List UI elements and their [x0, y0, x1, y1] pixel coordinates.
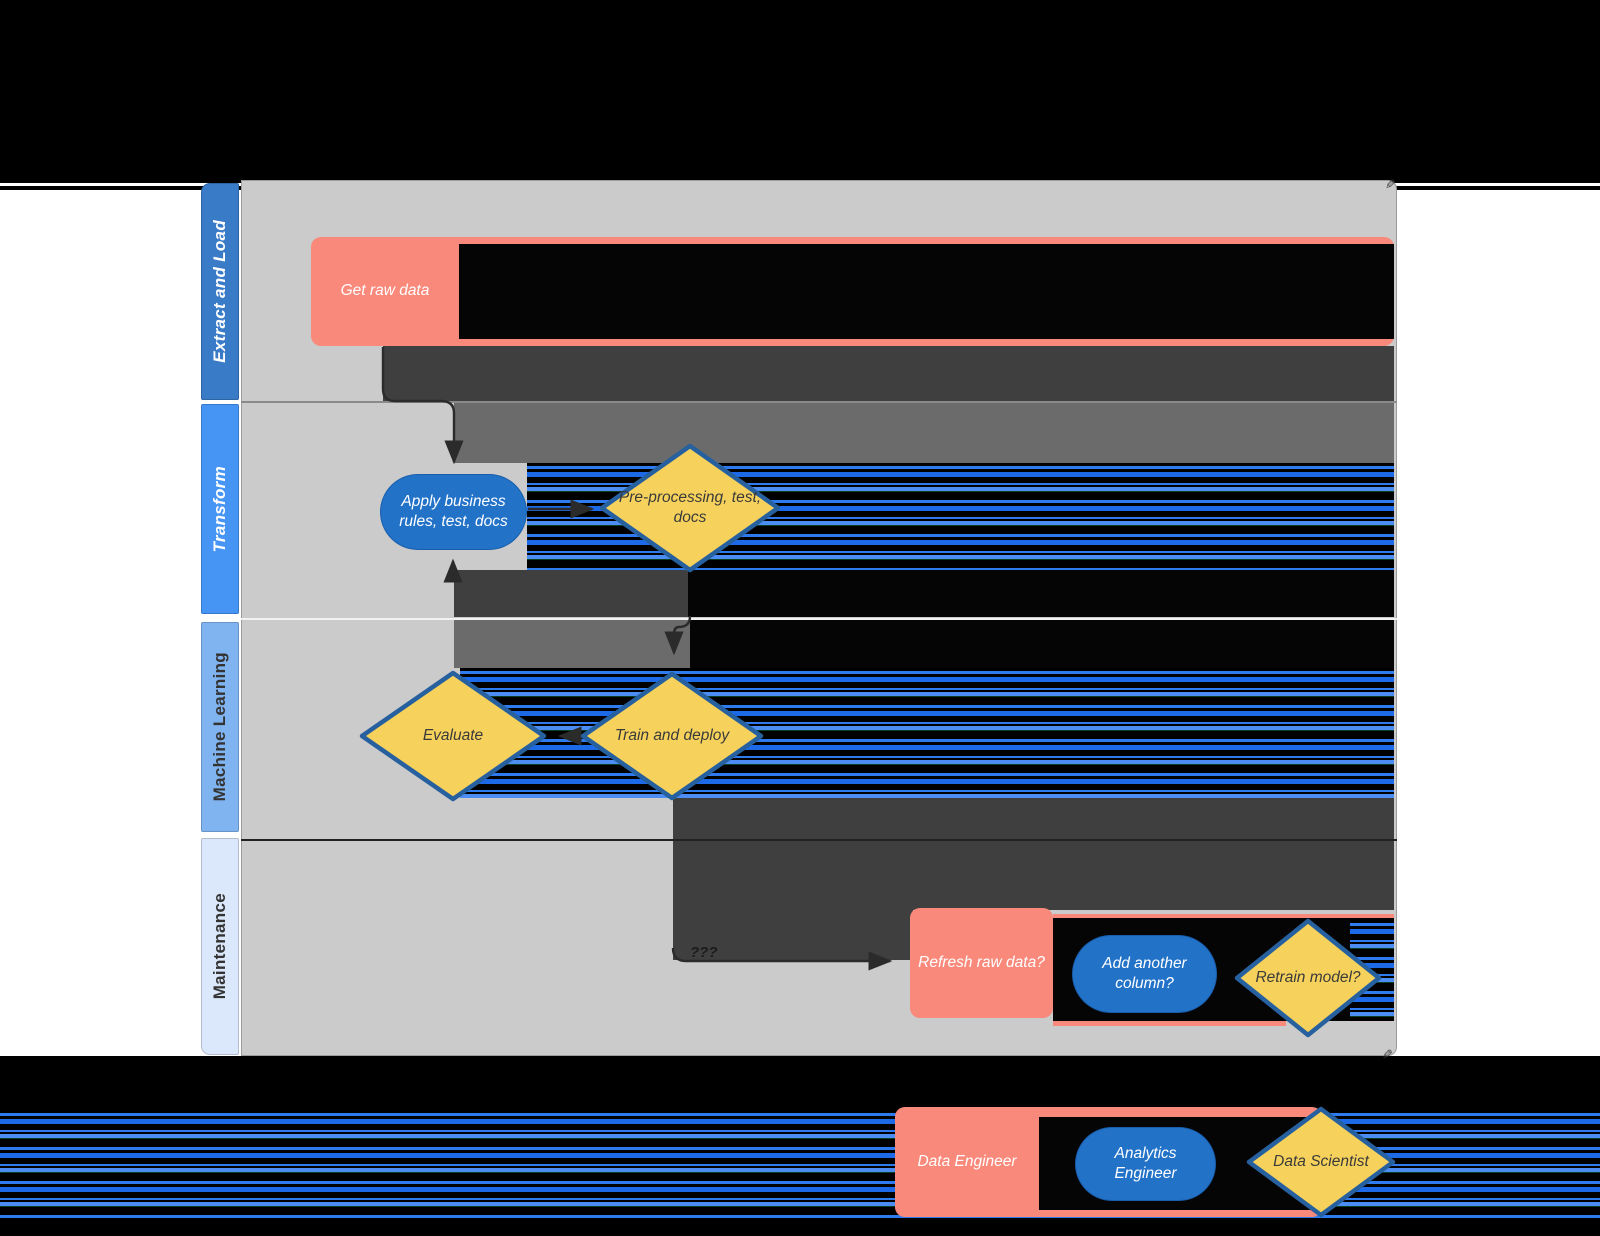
node-get-raw-data-label: Get raw data: [340, 282, 430, 300]
node-pre-processing-diamond[interactable]: [599, 443, 781, 573]
node-evaluate-diamond[interactable]: [359, 670, 547, 802]
node-train-and-deploy-diamond[interactable]: [580, 671, 764, 801]
node-evaluate-text: Evaluate: [393, 723, 513, 749]
legend-analytics-engineer-text: Analytics Engineer: [1093, 1127, 1198, 1201]
node-refresh-raw-data-label: Refresh raw data?: [918, 953, 1045, 971]
node-train-and-deploy-label: Train and deploy: [614, 726, 730, 744]
node-refresh-raw-data-text: Refresh raw data?: [915, 908, 1048, 1018]
node-add-another-column-label: Add another column?: [1102, 954, 1187, 992]
node-pre-processing-label: Pre-processing, test, docs: [618, 488, 762, 526]
node-apply-business-rules[interactable]: [380, 474, 527, 550]
legend-data-scientist-label: Data Scientist: [1273, 1152, 1369, 1170]
lane-separator-1: [241, 401, 1397, 403]
redaction-medium-lane2: [454, 403, 1394, 463]
salmon-sliver-top: [1053, 914, 1394, 918]
node-pre-processing-text: Pre-processing, test, docs: [610, 480, 770, 536]
redaction-dark-lane2-left: [454, 570, 688, 617]
lane-transform[interactable]: Transform: [201, 404, 239, 614]
node-train-and-deploy-text: Train and deploy: [592, 723, 752, 749]
arrow-get-raw-data-to-apply-rules: [381, 347, 464, 465]
pen-cursor-icon: ✎: [1379, 1048, 1395, 1060]
connector-question-marks-label: ???: [690, 944, 718, 961]
lane-extract-and-load[interactable]: Extract and Load: [201, 183, 239, 400]
legend-analytics-engineer[interactable]: [1075, 1127, 1216, 1201]
node-retrain-model-text: Retrain model?: [1248, 965, 1368, 991]
redaction-black-lane3: [690, 620, 1394, 668]
legend-analytics-engineer-label: Analytics Engineer: [1114, 1144, 1177, 1182]
lane-maintenance[interactable]: Maintenance: [201, 838, 239, 1055]
pen-cursor-icon: ✎: [1382, 178, 1398, 190]
arrow-pre-processing-to-train: [664, 615, 692, 656]
redaction-dark-lane4-right: [913, 840, 1394, 910]
connector-question-marks: ???: [690, 944, 730, 964]
lane-separator-2: [241, 618, 1397, 620]
legend-data-engineer-label: Data Engineer: [917, 1152, 1017, 1170]
redaction-dark-lane1: [383, 346, 1394, 401]
legend-data-scientist-diamond[interactable]: [1246, 1106, 1396, 1218]
legend-data-scientist-text: Data Scientist: [1261, 1149, 1381, 1175]
redaction-medium-lane3: [454, 620, 690, 668]
node-apply-business-rules-label: Apply business rules, test, docs: [399, 492, 508, 530]
node-refresh-raw-data[interactable]: [910, 908, 1053, 1018]
redaction-black-lane1: [459, 244, 1394, 339]
node-evaluate-label: Evaluate: [422, 726, 484, 744]
salmon-sliver-bottom: [1053, 1021, 1286, 1026]
node-get-raw-data[interactable]: Get raw data: [311, 237, 459, 346]
redaction-dark-lane4-left: [673, 840, 913, 960]
arrow-train-to-refresh-raw-data: [671, 947, 893, 971]
redaction-dark-lane3: [673, 798, 1394, 840]
node-add-another-column-text: Add another column?: [1082, 935, 1207, 1013]
node-apply-business-rules-text: Apply business rules, test, docs: [384, 474, 523, 550]
top-black-band: [0, 0, 1600, 183]
lane-separator-3: [241, 839, 1397, 841]
node-retrain-model-label: Retrain model?: [1255, 968, 1361, 986]
redaction-black-lane2-right: [688, 570, 1394, 617]
node-retrain-model-diamond[interactable]: [1234, 918, 1382, 1038]
legend-data-engineer[interactable]: Data Engineer: [895, 1107, 1039, 1217]
node-add-another-column[interactable]: [1072, 935, 1217, 1013]
lane-machine-learning[interactable]: Machine Learning: [201, 622, 239, 832]
